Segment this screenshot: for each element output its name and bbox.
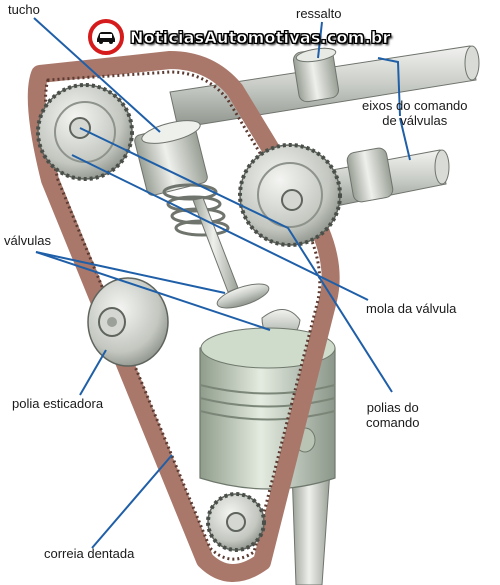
watermark-text: NoticiasAutomotivas.com.br	[130, 27, 391, 47]
leader-polias	[79, 127, 393, 393]
leader-ressalto	[317, 21, 323, 59]
cam-pulley-left	[36, 83, 134, 181]
leader-lines	[33, 17, 411, 549]
leader-valvulas-a	[35, 251, 226, 294]
label-eixos-line1: eixos do comando	[362, 98, 468, 113]
label-polias-do-comando: polias do comando	[366, 400, 419, 430]
leader-correia	[91, 454, 173, 549]
label-eixos: eixos do comando de válvulas	[362, 98, 468, 128]
label-ressalto: ressalto	[296, 6, 342, 21]
leader-valvulas-b	[35, 251, 271, 331]
watermark: NoticiasAutomotivas.com.br	[88, 19, 391, 55]
label-polia-esticadora: polia esticadora	[12, 396, 104, 411]
label-polias-line2: comando	[366, 415, 420, 430]
leader-eixos-lower	[399, 117, 411, 161]
leader-polia-esticadora	[79, 349, 107, 396]
label-eixos-line2: de válvulas	[382, 113, 448, 128]
label-polias-line1: polias do	[366, 400, 419, 415]
valve-head	[216, 283, 270, 309]
leader-eixos	[377, 57, 401, 117]
cam-pulley-right	[238, 143, 342, 247]
crank-pulley	[206, 492, 266, 552]
car-icon	[88, 19, 124, 55]
label-correia-dentada: correia dentada	[44, 546, 135, 561]
leader-tucho	[33, 17, 161, 133]
label-tucho: tucho	[8, 2, 40, 17]
label-mola-da-valvula: mola da válvula	[366, 301, 457, 316]
tensioner-pulley	[87, 277, 169, 367]
label-valvulas: válvulas	[4, 233, 51, 248]
